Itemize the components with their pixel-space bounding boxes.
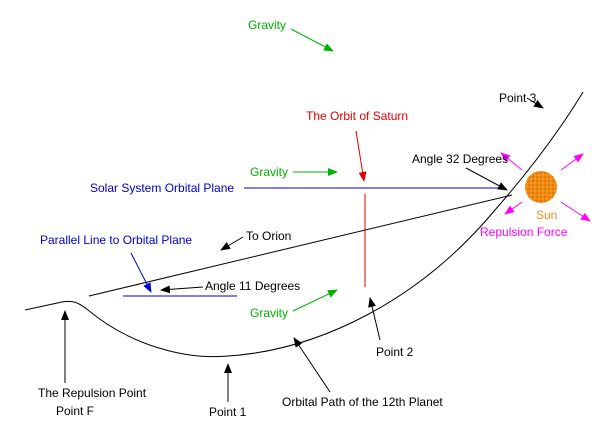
repulsion-arrow-ll: [504, 201, 523, 215]
angle11-label: Angle 11 Degrees: [205, 279, 300, 293]
repulsion-force-label: Repulsion Force: [480, 225, 568, 239]
angle32-label: Angle 32 Degrees: [412, 152, 508, 166]
point1-label: Point 1: [209, 405, 247, 419]
orbital-path-curve: [24, 91, 584, 358]
gravity-arrow-low: [292, 289, 338, 312]
to-orion-arrow: [220, 236, 244, 251]
point3-label: Point 3: [499, 91, 537, 105]
angle32-arrow: [465, 167, 508, 191]
gravity-label-mid: Gravity: [250, 165, 288, 179]
solar-plane-label: Solar System Orbital Plane: [90, 181, 234, 195]
gravity-label-top: Gravity: [248, 18, 286, 32]
to-orion-line: [88, 194, 513, 297]
orbital-path-label: Orbital Path of the 12th Planet: [282, 395, 443, 409]
point2-arrow: [368, 297, 381, 341]
orbital-path-arrow: [293, 337, 331, 393]
sun-label: Sun: [536, 208, 557, 222]
parallel-line-label: Parallel Line to Orbital Plane: [40, 233, 192, 247]
repulsion-arrow-ur: [560, 153, 584, 171]
repulsion-arrow-ul: [500, 152, 523, 171]
orbit-saturn-label: The Orbit of Saturn: [306, 109, 408, 123]
point-f-label: Point F: [56, 404, 94, 418]
sun-circle: [525, 171, 557, 203]
parallel-line-arrow: [130, 252, 152, 293]
angle11-arrow: [160, 285, 204, 294]
repulsion-arrow-lr: [560, 201, 591, 222]
saturn-arrow: [355, 130, 367, 182]
gravity-label-low: Gravity: [250, 306, 288, 320]
repulsion-point-label: The Repulsion Point: [38, 386, 147, 400]
to-orion-label: To Orion: [246, 229, 291, 243]
point3-arrow: [526, 97, 544, 109]
point2-label: Point 2: [376, 345, 414, 359]
gravity-arrow-top: [290, 28, 334, 52]
